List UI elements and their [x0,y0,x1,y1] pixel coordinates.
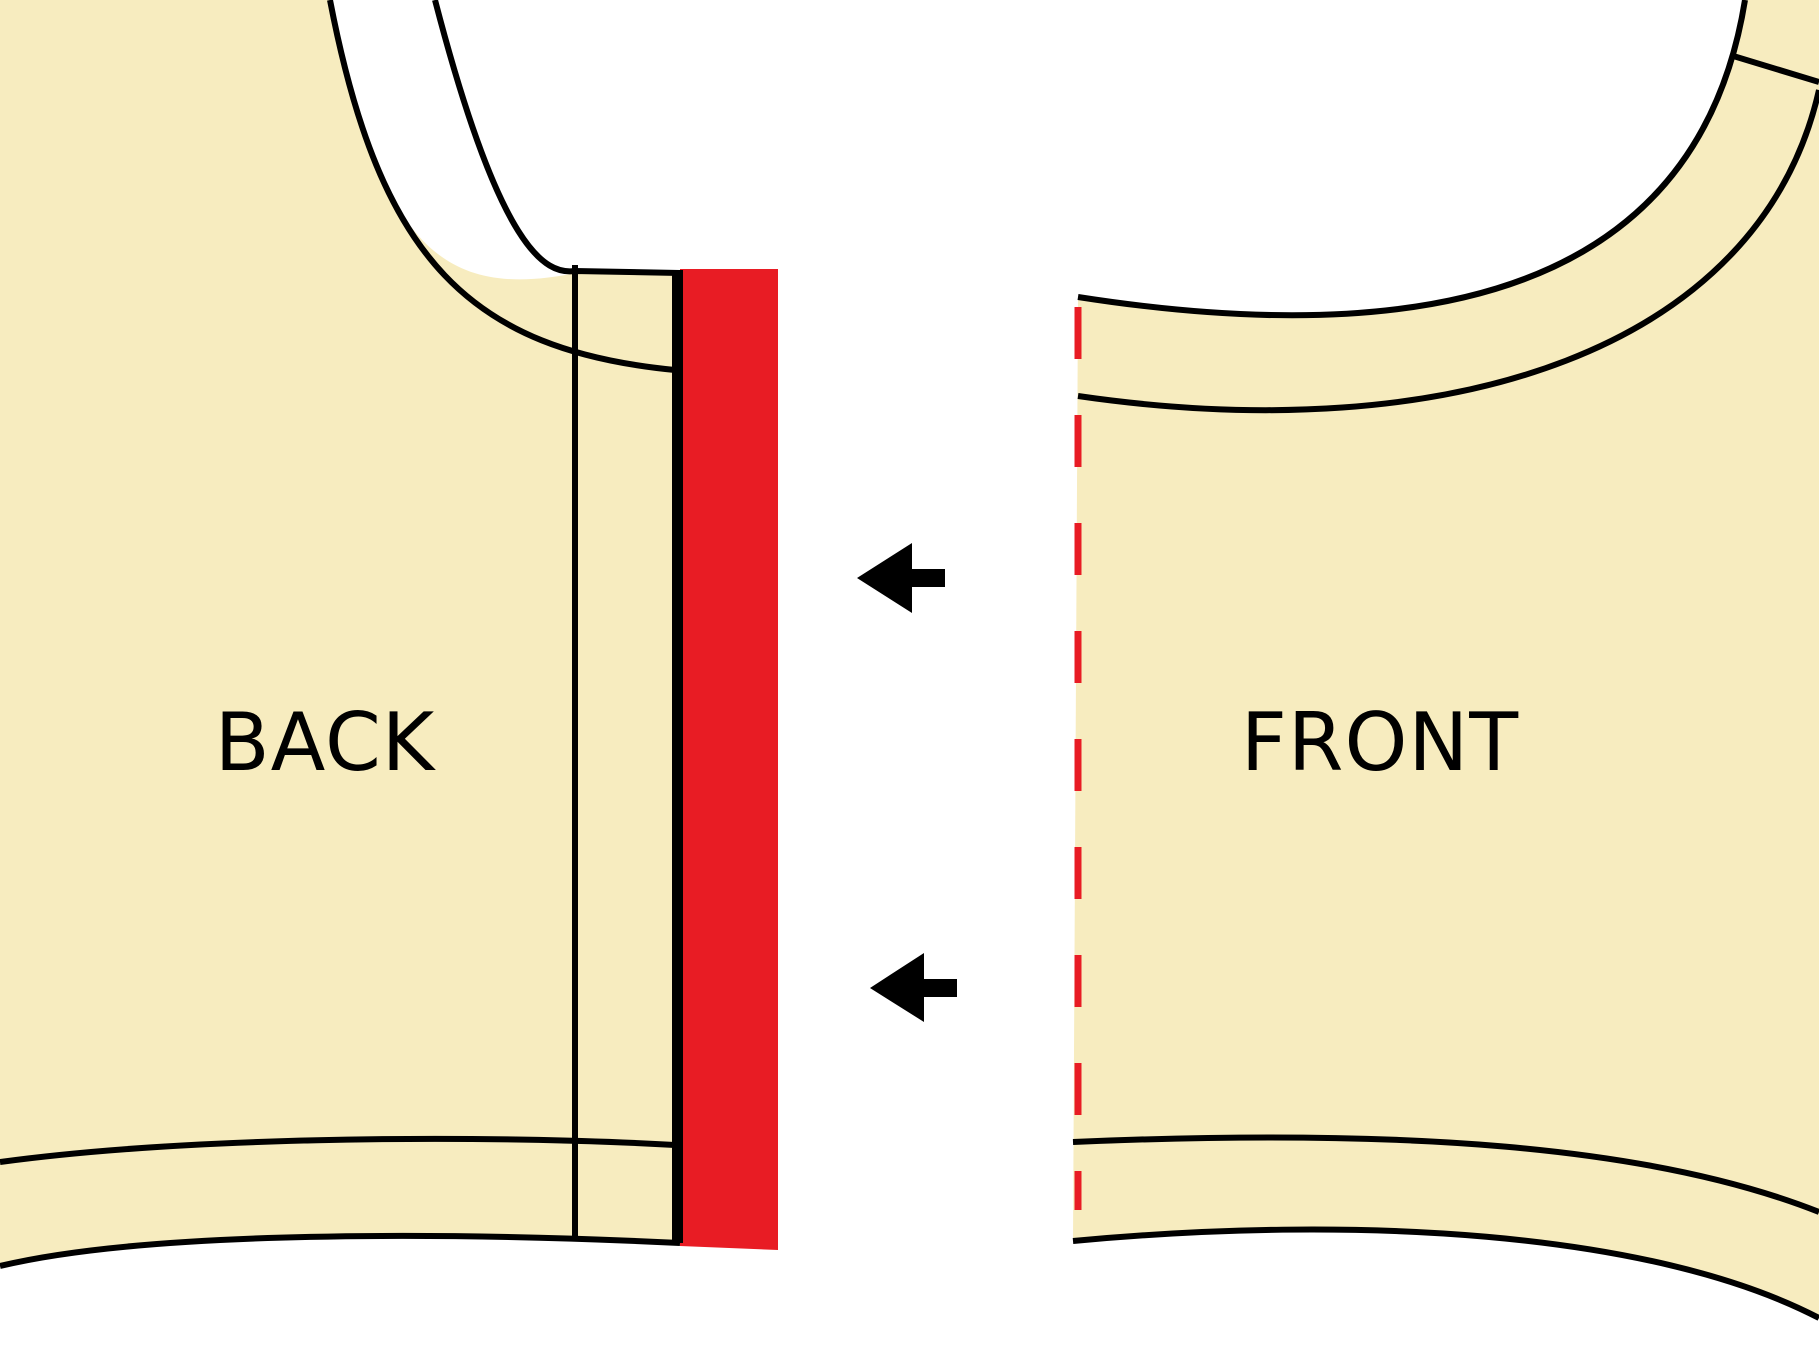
back-red-extension [680,269,778,1250]
front-hem-upper [1072,1134,1819,1215]
arrow-left-icon [870,953,957,1022]
front-piece: FRONT [1072,0,1819,1321]
back-armhole-inner [432,0,681,276]
front-fabric [1073,0,1819,1318]
back-piece: BACK [0,0,778,1269]
front-shoulder-line [1729,52,1819,85]
front-neckline-outer [1077,0,1748,319]
back-hem-upper [0,1135,676,1165]
back-hem-lower [0,1232,681,1269]
back-fabric [0,0,680,1266]
back-armhole-outer [327,0,676,373]
front-hem-lower [1072,1226,1819,1321]
front-label: FRONT [1241,696,1519,789]
arrow-left-icon [857,543,945,613]
back-label: BACK [215,696,437,789]
front-neckline-inner [1077,89,1819,414]
